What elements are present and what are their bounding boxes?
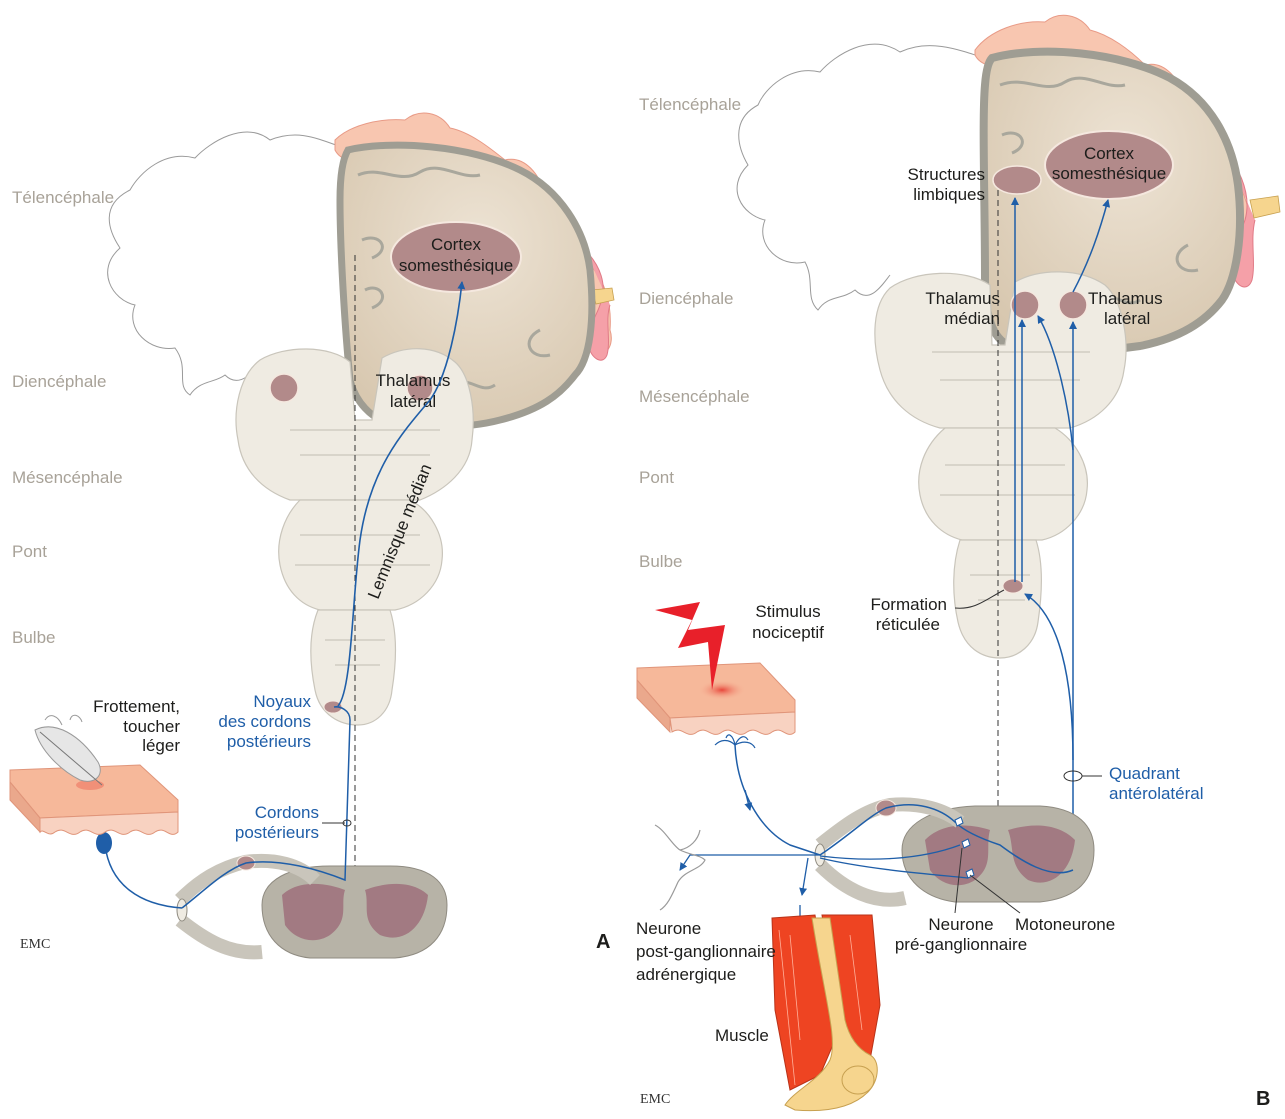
stimulus-label-line1-a: Frottement, — [93, 697, 180, 716]
noyaux-label-line1: Noyaux — [253, 692, 311, 711]
cortex-label-line2-b: somesthésique — [1052, 164, 1166, 183]
panel-b: Télencéphale Diencéphale Mésencéphale Po… — [636, 15, 1280, 1110]
limbic-label-line2: limbiques — [913, 185, 985, 204]
neurone-post-line1: Neurone — [636, 919, 701, 938]
level-diencephale-b: Diencéphale — [639, 289, 734, 308]
cortex-label-line1-b: Cortex — [1084, 144, 1135, 163]
cordons-label-line1: Cordons — [255, 803, 319, 822]
thal-median-label-line2: médian — [944, 309, 1000, 328]
quadrant-label-line1: Quadrant — [1109, 764, 1180, 783]
level-pont: Pont — [12, 542, 47, 561]
motor-fiber — [802, 858, 808, 895]
cortex-label-line1-a: Cortex — [431, 235, 482, 254]
cortex-label-line2-a: somesthésique — [399, 256, 513, 275]
muscle-label: Muscle — [715, 1026, 769, 1045]
motoneurone-label: Motoneurone — [1015, 915, 1115, 934]
emc-logo-b: EMC — [640, 1092, 670, 1107]
panel-a: Télencéphale Diencéphale Mésencéphale Po… — [10, 113, 614, 958]
neurone-post-line2: post-ganglionnaire — [636, 942, 776, 961]
muscle-leg — [772, 915, 880, 1111]
formation-label-line2: réticulée — [876, 615, 940, 634]
cordons-label-line2: postérieurs — [235, 823, 319, 842]
level-mesencephale-b: Mésencéphale — [639, 387, 750, 406]
panel-letter-b: B — [1256, 1088, 1270, 1110]
formation-reticulee-b — [1003, 579, 1023, 593]
level-bulbe: Bulbe — [12, 628, 55, 647]
skin-block-b — [637, 663, 795, 734]
noyaux-label-line3: postérieurs — [227, 732, 311, 751]
level-bulbe-b: Bulbe — [639, 552, 682, 571]
spinal-cord-b — [815, 800, 1094, 902]
neurone-pre-line1: Neurone — [928, 915, 993, 934]
homunculus-jaw-b — [1250, 196, 1280, 218]
stimulus-label-line2-b: nociceptif — [752, 623, 824, 642]
structures-limbiques-b — [993, 166, 1041, 194]
stimulus-label-line1-b: Stimulus — [755, 602, 820, 621]
level-telencephale: Télencéphale — [12, 188, 114, 207]
neurone-pre-line2: pré-ganglionnaire — [895, 935, 1027, 954]
level-mesencephale: Mésencéphale — [12, 468, 123, 487]
thal-lateral-label-line2: latéral — [1104, 309, 1150, 328]
emc-logo-a: EMC — [20, 937, 50, 952]
thalamus-label-line1-a: Thalamus — [376, 371, 451, 390]
thalamus-lateral-b — [1059, 291, 1087, 319]
receptor-a — [96, 832, 112, 854]
formation-label-line1: Formation — [870, 595, 947, 614]
level-pont-b: Pont — [639, 468, 674, 487]
thalamus-median-a — [270, 374, 298, 402]
noyaux-label-line2: des cordons — [218, 712, 311, 731]
neurone-post-line3: adrénergique — [636, 965, 736, 984]
level-telencephale-b: Télencéphale — [639, 95, 741, 114]
ganglion-shape — [655, 825, 705, 910]
stimulus-label-line3-a: léger — [142, 736, 180, 755]
stimulus-label-line2-a: toucher — [123, 717, 180, 736]
level-diencephale: Diencéphale — [12, 372, 107, 391]
panel-letter-a: A — [596, 931, 610, 953]
quadrant-label-line2: antérolatéral — [1109, 784, 1204, 803]
thal-lateral-label-line1: Thalamus — [1088, 289, 1163, 308]
thal-median-label-line1: Thalamus — [925, 289, 1000, 308]
spinal-cord-a — [177, 856, 447, 958]
limbic-label-line1: Structures — [908, 165, 985, 184]
